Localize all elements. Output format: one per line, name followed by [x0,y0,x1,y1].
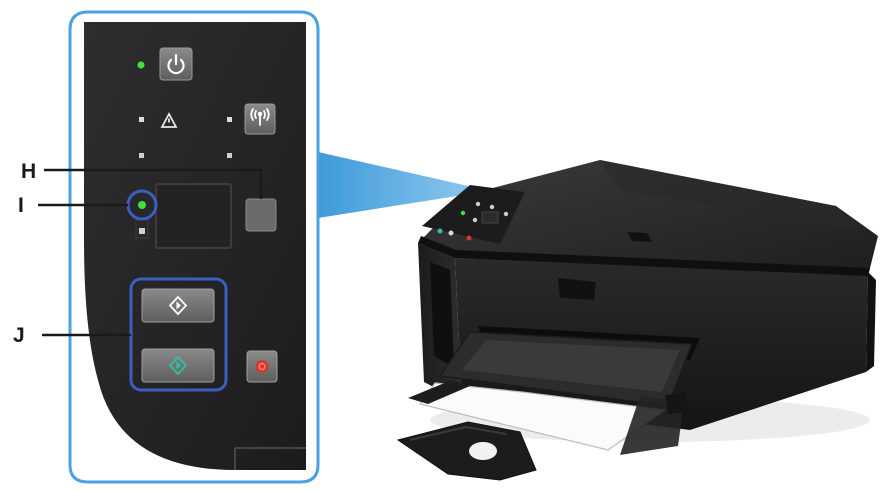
printer-illustration [396,160,878,481]
stop-icon [255,360,269,373]
wifi-led [227,117,232,122]
control-panel-inset [68,10,320,484]
color-start-button[interactable] [141,348,215,383]
black-start-icon [168,295,188,316]
zoom-beam [318,152,470,218]
wifi-button[interactable] [244,103,276,135]
indicator-dot [139,228,145,234]
black-start-button[interactable] [141,288,215,323]
indicator-dot [139,153,144,158]
color-start-icon [168,355,188,376]
alarm-led [139,117,144,122]
copies-button[interactable] [245,198,277,232]
stop-button[interactable] [246,350,278,383]
callout-j: J [13,324,131,347]
power-led [137,61,145,69]
callout-label-j: J [13,324,25,347]
lid-logo [627,232,652,242]
callout-i: I [18,194,128,217]
power-button[interactable] [159,47,193,81]
callout-h: H [21,160,263,199]
status-led [138,201,146,209]
printer-panel [422,185,525,244]
lcd-display [155,183,232,249]
power-icon [167,53,185,75]
callout-label-i: I [18,194,24,217]
callout-label-h: H [21,160,36,183]
scanner-lid [418,160,878,276]
indicator-dot [227,153,232,158]
tray-extension [396,421,537,481]
wifi-icon [250,108,270,126]
warning-icon [160,112,178,128]
